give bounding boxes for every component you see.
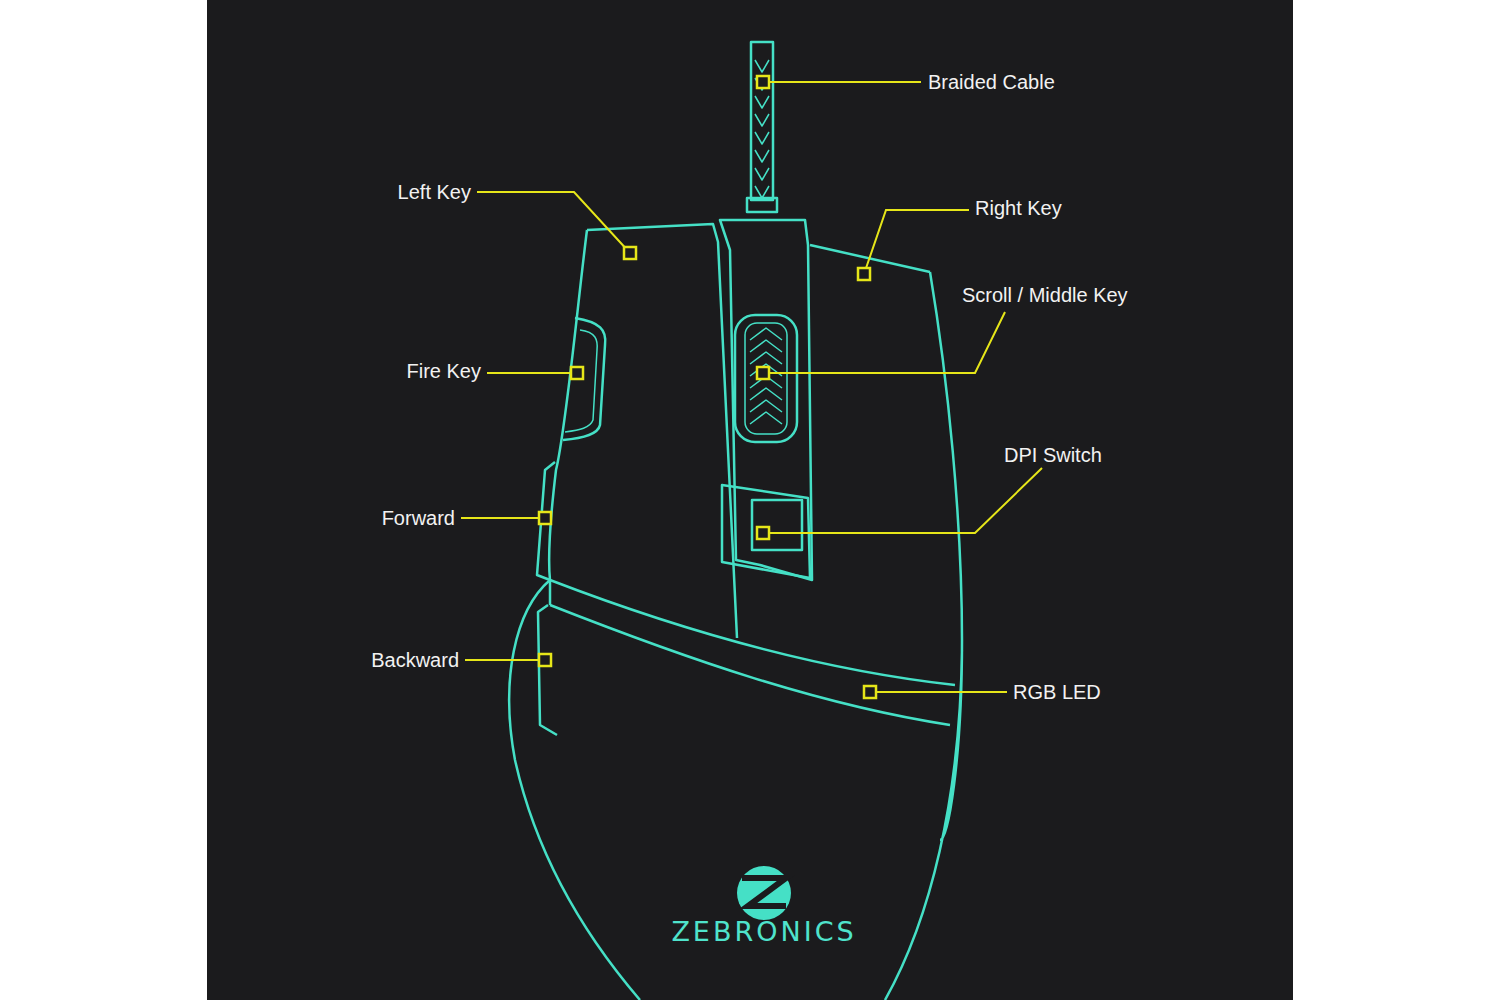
callout-marker bbox=[757, 367, 769, 379]
leader-line bbox=[763, 312, 1005, 373]
part-label: Braided Cable bbox=[928, 70, 1055, 94]
cable-braid bbox=[755, 60, 769, 198]
part-label: Fire Key bbox=[407, 359, 481, 383]
logo-circle bbox=[737, 866, 791, 920]
right-side bbox=[885, 272, 962, 1000]
part-label: RGB LED bbox=[1013, 680, 1101, 704]
leader-line bbox=[864, 210, 969, 274]
scroll-wheel-inner bbox=[745, 323, 787, 434]
dpi-frame bbox=[722, 485, 810, 578]
callout-marker bbox=[864, 686, 876, 698]
part-label: Scroll / Middle Key bbox=[962, 283, 1128, 307]
scroll-ridges bbox=[750, 328, 782, 424]
part-label: Forward bbox=[382, 506, 455, 530]
part-label: Left Key bbox=[398, 180, 471, 204]
dpi-button bbox=[752, 500, 802, 550]
brand-name: ZEBRONICS bbox=[671, 920, 856, 944]
callout-marker bbox=[571, 367, 583, 379]
led-band-top bbox=[550, 580, 955, 685]
leader-line bbox=[763, 468, 1042, 533]
callout-marker bbox=[757, 76, 769, 88]
led-band-bottom bbox=[550, 605, 950, 725]
forward-button bbox=[537, 462, 555, 580]
part-label: Backward bbox=[371, 648, 459, 672]
led-band-end bbox=[549, 580, 552, 605]
leader-line bbox=[465, 659, 545, 661]
callout-marker bbox=[539, 654, 551, 666]
backward-button bbox=[538, 605, 557, 735]
callout-markers bbox=[539, 76, 876, 698]
cable-collar bbox=[747, 198, 777, 212]
center-strip bbox=[720, 220, 812, 580]
logo-z bbox=[742, 878, 786, 906]
part-label: DPI Switch bbox=[1004, 443, 1102, 467]
callout-marker bbox=[757, 527, 769, 539]
leader-line bbox=[477, 192, 630, 253]
fire-key bbox=[563, 318, 605, 440]
leader-lines bbox=[461, 82, 1042, 692]
left-key bbox=[587, 224, 737, 638]
callout-marker bbox=[624, 247, 636, 259]
fire-key-inner bbox=[565, 330, 597, 432]
leader-line bbox=[763, 81, 921, 83]
leader-line bbox=[487, 372, 577, 374]
brand-logo bbox=[737, 866, 791, 920]
leader-line bbox=[870, 691, 1007, 693]
cable bbox=[751, 42, 773, 200]
mouse-outline bbox=[509, 42, 962, 1000]
scroll-wheel bbox=[735, 315, 797, 442]
callout-marker bbox=[539, 512, 551, 524]
callout-marker bbox=[858, 268, 870, 280]
part-label: Right Key bbox=[975, 196, 1062, 220]
leader-line bbox=[461, 517, 545, 519]
